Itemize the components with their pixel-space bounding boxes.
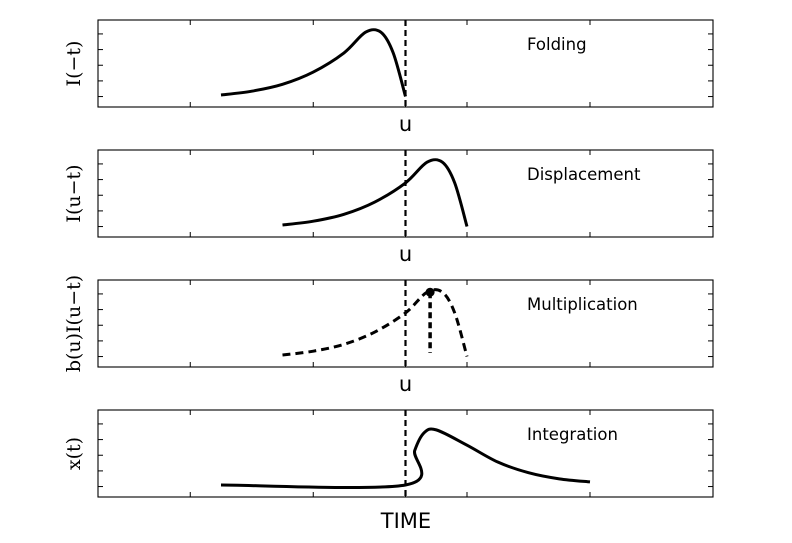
- panel-displacement: Displacement I(u−t) u: [63, 149, 714, 266]
- y-axis-label-integration: x(t): [63, 437, 85, 470]
- series-line-folding-0: [220, 28, 407, 97]
- u-axis-label: u: [399, 112, 412, 136]
- y-axis-label-displacement: I(u−t): [63, 164, 85, 222]
- series-line-multiplication-0: [282, 288, 469, 357]
- series-line-displacement-0: [282, 158, 469, 227]
- u-axis-label: u: [399, 242, 412, 266]
- series-line-integration-0: [220, 427, 591, 490]
- panel-multiplication: Multiplication b(u)I(u−t) u: [63, 275, 714, 396]
- panel-integration: Integration x(t): [63, 409, 714, 498]
- x-axis-label: TIME: [380, 509, 431, 533]
- panel-title-folding: Folding: [527, 35, 587, 54]
- y-axis-label-multiplication: b(u)I(u−t): [63, 275, 85, 372]
- panel-title-displacement: Displacement: [527, 165, 641, 184]
- y-axis-label-folding: I(−t): [63, 41, 85, 87]
- panels-layer: FoldingI(−t)uDisplacementI(u−t)uMultipli…: [63, 19, 714, 498]
- panel-title-integration: Integration: [527, 425, 618, 444]
- u-axis-label: u: [399, 372, 412, 396]
- sample-point: [425, 287, 435, 297]
- panel-title-multiplication: Multiplication: [527, 295, 638, 314]
- panel-folding: Folding I(−t) u: [63, 19, 714, 136]
